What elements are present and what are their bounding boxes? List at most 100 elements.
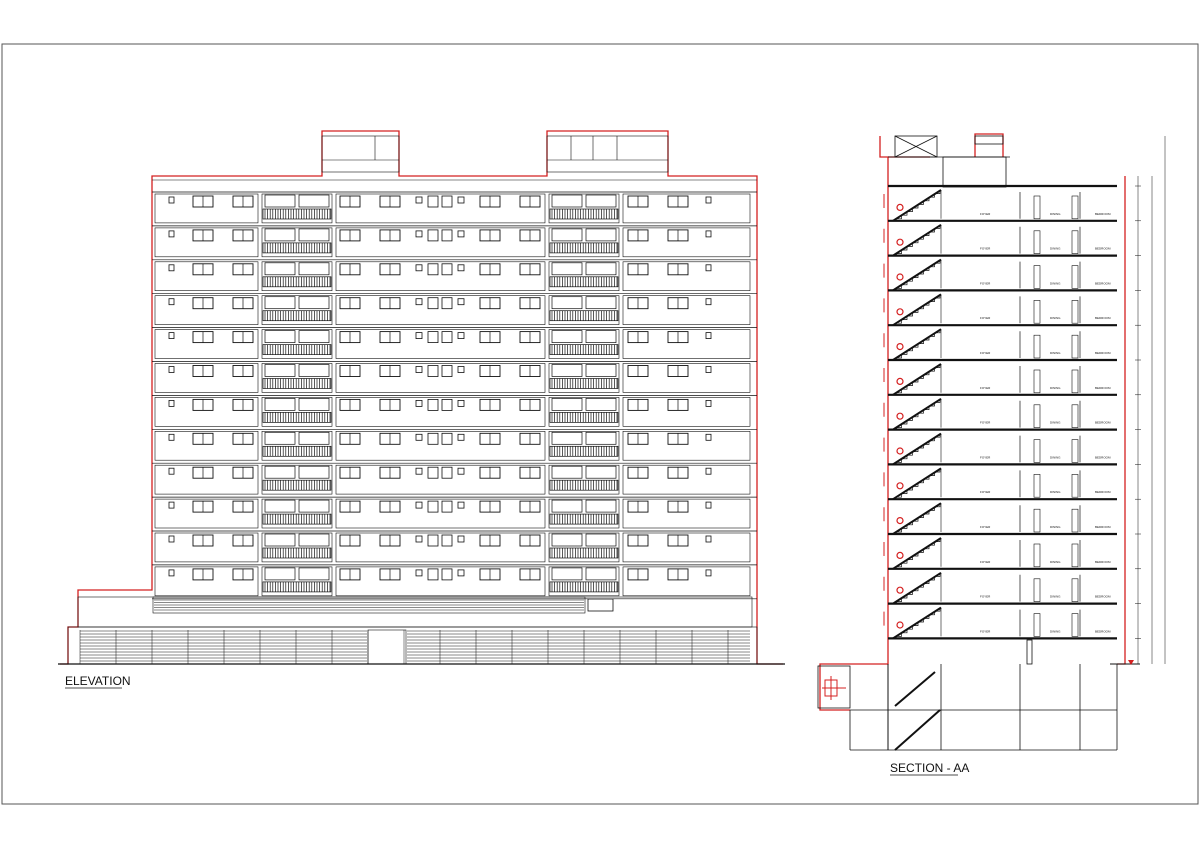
red-marker	[883, 368, 904, 385]
window	[441, 297, 453, 310]
balcony-railing	[549, 276, 619, 288]
room-label: DINING	[1050, 351, 1061, 355]
balcony-door	[585, 499, 617, 513]
balcony-door	[264, 567, 296, 581]
bay-panel	[154, 566, 259, 597]
elevation-floor	[152, 395, 757, 427]
stair-tread	[918, 409, 924, 414]
stair-tread	[907, 625, 913, 630]
elevation-floor	[152, 327, 757, 359]
room-label: BEDROOM	[1095, 316, 1111, 320]
room-label: BEDROOM	[1095, 455, 1111, 459]
podium-louvers	[79, 598, 750, 664]
bay-panel	[622, 397, 751, 427]
small-window	[415, 230, 423, 238]
stair-tread	[912, 413, 919, 418]
balcony-railing	[549, 547, 619, 559]
section-basement	[849, 639, 1118, 751]
door	[1033, 369, 1041, 394]
stair-flight	[892, 502, 942, 535]
small-window	[705, 433, 712, 441]
stair-tread	[934, 190, 941, 194]
bay-panel	[622, 532, 751, 563]
door	[1033, 474, 1041, 498]
window	[427, 229, 439, 242]
balcony-door	[585, 228, 617, 242]
room-label: BEDROOM	[1095, 560, 1111, 564]
stair-tread	[929, 472, 935, 476]
elevation-floors	[152, 191, 757, 600]
balcony-door	[264, 499, 296, 513]
door	[1071, 404, 1079, 428]
balcony-door	[585, 296, 617, 310]
bay-panel	[622, 498, 751, 529]
bay-panel	[261, 397, 333, 427]
small-window	[168, 535, 175, 543]
basement-stair	[887, 664, 942, 751]
stair-tread	[896, 458, 902, 463]
stair-tread	[907, 590, 913, 595]
stair-tread	[907, 242, 913, 247]
stair-tread	[901, 385, 908, 390]
window	[427, 432, 439, 445]
bay-panel	[261, 329, 333, 359]
balcony-railing	[549, 378, 619, 389]
balcony-door	[551, 398, 583, 411]
stair-flight	[892, 293, 942, 327]
stair-tread	[901, 281, 908, 286]
room-label: FOYER	[980, 281, 991, 285]
stair-tread	[918, 514, 924, 518]
balcony-door	[551, 296, 583, 310]
bay-panel	[261, 498, 333, 529]
window	[587, 598, 614, 612]
stair-tread	[907, 486, 913, 491]
small-window	[415, 332, 423, 340]
bay-panel	[622, 227, 751, 258]
bay-panel	[261, 295, 333, 325]
balcony-door	[264, 533, 296, 547]
stair-stringer	[892, 502, 942, 535]
stair-tread	[929, 193, 935, 198]
balcony-door	[551, 228, 583, 242]
red-marker	[883, 194, 904, 211]
stair-flight	[892, 537, 942, 570]
stair-tread	[934, 572, 941, 577]
section-lift-detail	[817, 665, 851, 709]
balcony-railing	[549, 445, 619, 457]
room-label: FOYER	[980, 490, 991, 494]
door	[1033, 230, 1041, 254]
room-label: DINING	[1050, 386, 1061, 390]
window	[427, 398, 439, 411]
balcony-door	[551, 431, 583, 445]
door	[1033, 439, 1041, 463]
elevation-title: ELEVATION	[65, 674, 131, 688]
stair-tread	[923, 406, 930, 410]
room-label: BEDROOM	[1095, 629, 1111, 633]
section-dimension-line	[1135, 136, 1166, 664]
room-label: FOYER	[980, 316, 991, 320]
small-window	[415, 535, 423, 543]
stair-stringer	[892, 189, 942, 222]
room-label: DINING	[1050, 560, 1061, 564]
door	[1033, 265, 1041, 289]
balcony-door	[551, 499, 583, 513]
small-window	[705, 230, 712, 238]
elevation-floor	[152, 293, 757, 325]
door	[1033, 508, 1041, 533]
stair-flight	[892, 223, 942, 257]
red-marker	[883, 333, 904, 351]
balcony-railing	[262, 412, 332, 423]
stair-tread	[923, 266, 930, 271]
room-label: BEDROOM	[1095, 351, 1111, 355]
room-label: BEDROOM	[1095, 247, 1111, 251]
bay-panel	[154, 532, 259, 563]
stair-tread	[912, 448, 919, 452]
balcony-door	[264, 194, 296, 208]
room-label: DINING	[1050, 421, 1061, 425]
small-window	[415, 399, 423, 407]
red-marker	[883, 611, 904, 629]
balcony-door	[585, 330, 617, 343]
stair-flight	[892, 571, 942, 605]
